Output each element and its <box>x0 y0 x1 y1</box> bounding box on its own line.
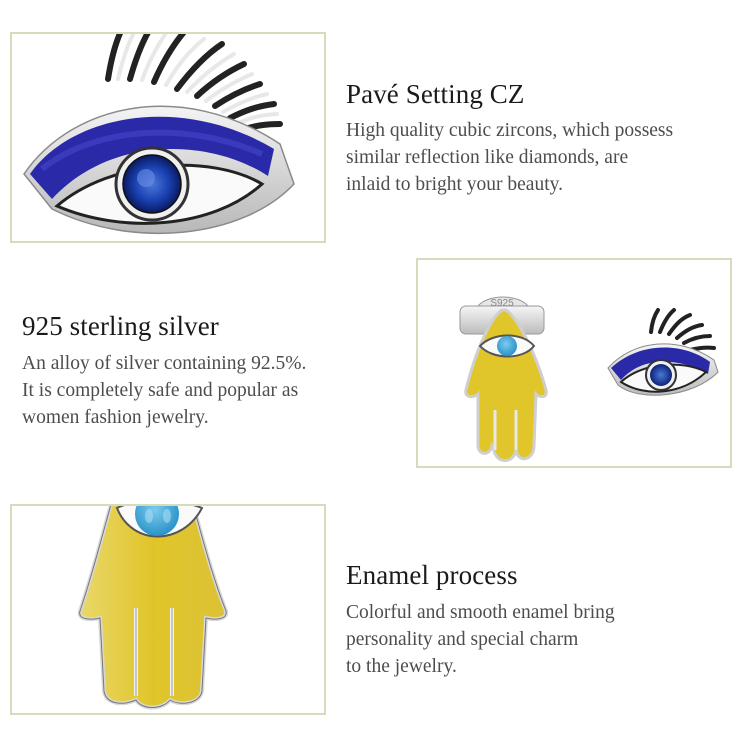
description-line: It is completely safe and popular as <box>22 380 299 401</box>
hamsa-and-eye-earrings-icon: S925 <box>459 296 719 462</box>
section-description-sterling-silver: An alloy of silver containing 92.5%. It … <box>22 350 306 431</box>
section-description-pave-setting: High quality cubic zircons, which posses… <box>346 117 673 198</box>
description-line: personality and special charm <box>346 629 579 650</box>
s925-stamp: S925 <box>490 298 514 309</box>
description-line: High quality cubic zircons, which posses… <box>346 120 674 141</box>
description-line: inlaid to bright your beauty. <box>346 174 563 195</box>
evil-eye-closeup-image <box>10 32 326 243</box>
description-line: Colorful and smooth enamel bring <box>346 602 615 623</box>
section-title-pave-setting: Pavé Setting CZ <box>346 79 525 109</box>
description-line: women fashion jewelry. <box>22 407 209 428</box>
evil-eye-earring-icon <box>23 34 295 235</box>
section-title-enamel-process: Enamel process <box>346 560 518 590</box>
section-title-sterling-silver: 925 sterling silver <box>22 311 219 341</box>
description-line: similar reflection like diamonds, are <box>346 147 629 168</box>
description-line: An alloy of silver containing 92.5%. <box>22 353 307 374</box>
description-line: to the jewelry. <box>346 656 457 677</box>
earrings-pair-image: S925 <box>416 258 732 468</box>
hamsa-hand-earring-icon <box>77 506 229 710</box>
section-description-enamel-process: Colorful and smooth enamel bring persona… <box>346 599 615 680</box>
hamsa-hand-closeup-image <box>10 504 326 715</box>
